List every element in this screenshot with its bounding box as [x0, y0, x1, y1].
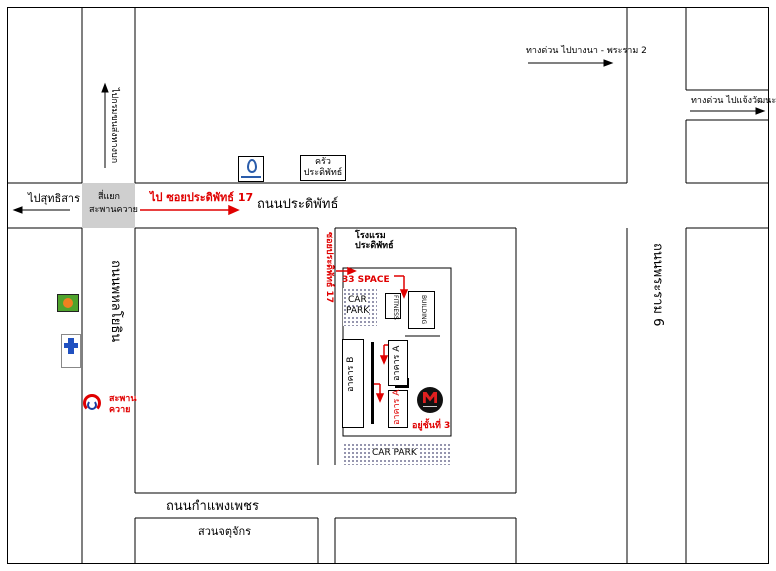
building-b: [342, 339, 364, 428]
chatuchak-label: สวนจตุจักร: [198, 525, 252, 538]
building-block: [408, 291, 435, 329]
hospital-landmark-icon: [61, 334, 81, 368]
car-park-top-label-2: PARK: [346, 306, 370, 316]
soi-17-label: ซอยประดิพัทธ์ 17: [324, 232, 334, 304]
kitchen-landmark: ครัว ประดิพัทธ์: [300, 155, 346, 181]
bts-logo-icon: [83, 394, 103, 414]
to-sutthisan-label: ไปสุทธิสาร: [28, 192, 80, 205]
floor-label: อยู่ชั้นที่ 3: [412, 421, 451, 431]
to-land-transport-label: ไปกรมขนส่งทางบก: [109, 88, 119, 164]
building-a-upper: [388, 340, 408, 386]
bank-caption-strip: [241, 176, 261, 178]
building-a-lower: [388, 390, 408, 428]
fitness-label: FITNESS: [392, 295, 399, 320]
rama-6-label: ถนนพระราม 6: [650, 243, 665, 327]
bank-landmark: [238, 156, 264, 182]
destination-logo: [417, 387, 443, 413]
car-park-bottom: CAR PARK: [343, 443, 451, 465]
bts-station-label-1: สะพาน: [109, 394, 137, 404]
car-park-bottom-label: CAR PARK: [370, 448, 419, 458]
building-a-upper-label: อาคาร A: [392, 345, 402, 381]
fitness-building: [385, 293, 401, 319]
go-soi-label: ไป ซอยประดิพัทธ์ 17: [150, 191, 254, 204]
kitchen-label-bottom: ประดิพัทธ์: [303, 168, 343, 178]
kamphaeng-phet-label: ถนนกำแพงเพชร: [166, 499, 259, 514]
car-park-top: CAR PARK: [343, 288, 377, 326]
building-a-lower-label: อาคาร A: [392, 389, 402, 425]
hotel-label-bottom: ประดิพัทธ์: [355, 241, 394, 251]
store-logo-mark: [63, 298, 73, 308]
logo-underline: [423, 406, 437, 407]
building-label: BUILDING: [420, 295, 427, 325]
intersection-area: [82, 183, 135, 228]
main-road-label: ถนนประดิพัทธ์: [257, 197, 339, 212]
building-b-label: อาคาร B: [346, 356, 356, 392]
expressway-chaengwattana-label: ทางด่วน ไปแจ้งวัฒนะ: [691, 96, 776, 106]
hotel-label-top: โรงแรม: [355, 231, 386, 241]
intersection-label: สี่แยกสะพานควาย: [89, 192, 138, 215]
m-mark-icon: [423, 392, 437, 403]
map-frame: [7, 7, 769, 564]
bts-arc-blue: [87, 400, 97, 410]
bts-arc-red: [83, 394, 101, 412]
car-park-top-label-1: CAR: [348, 295, 367, 305]
hospital-cross-bar: [64, 343, 78, 348]
space-label: 33 SPACE: [342, 275, 390, 285]
kitchen-label-top: ครัว: [315, 157, 331, 167]
bank-icon: [247, 159, 257, 173]
phahon-yothin-label: ถนนพหลโยธิน: [108, 260, 123, 343]
expressway-bangna-label: ทางด่วน ไปบางนา - พระราม 2: [526, 46, 647, 56]
store-landmark-icon: [57, 294, 79, 312]
bts-station-label-2: ควาย: [109, 405, 131, 415]
